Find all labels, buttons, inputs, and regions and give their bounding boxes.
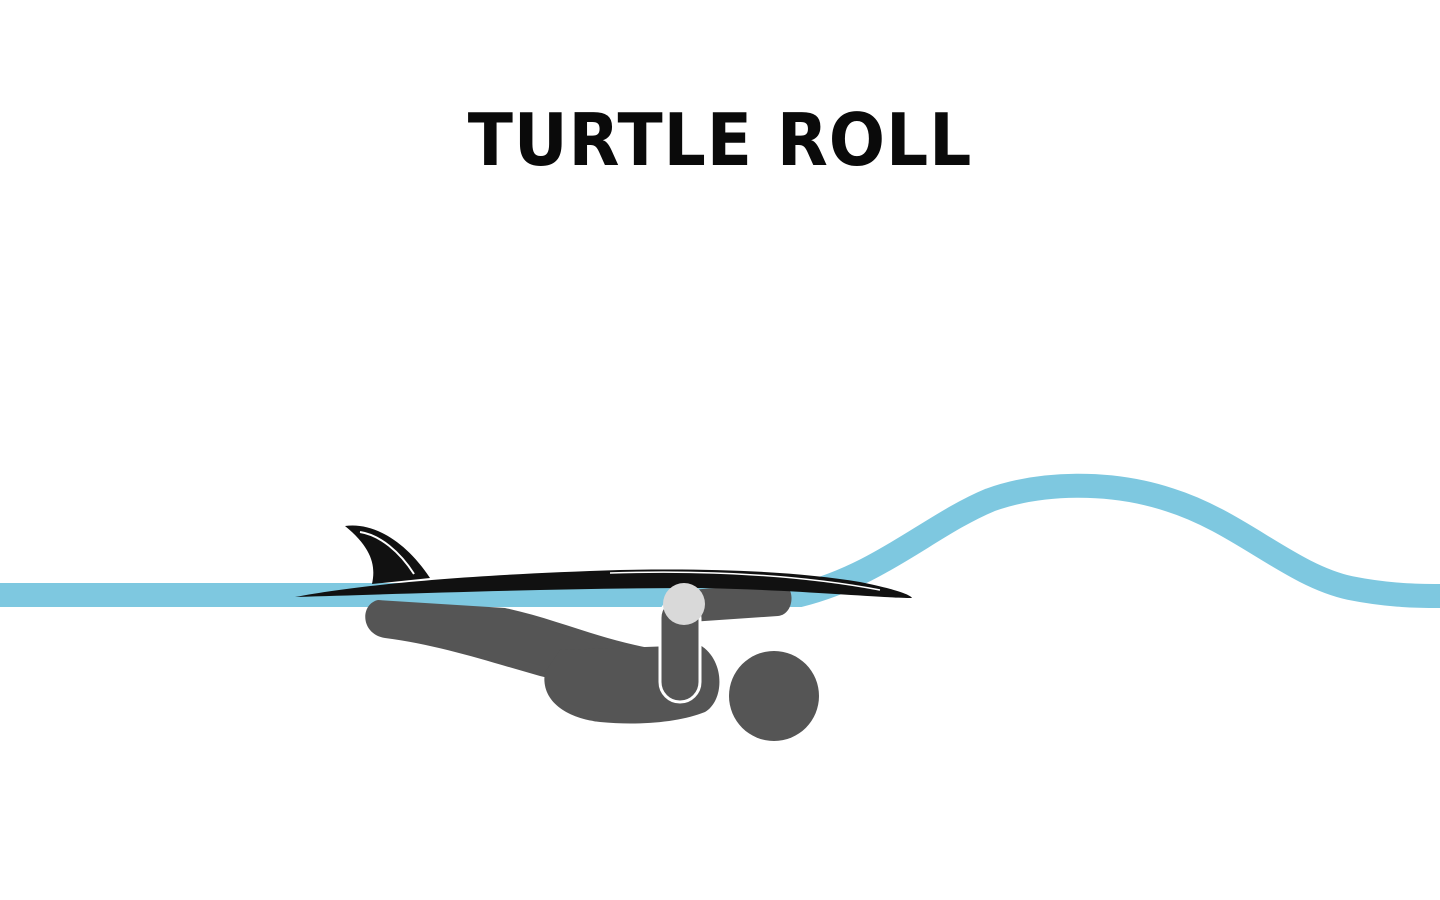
wave-line [0,473,1440,608]
surfer-hand [663,583,705,625]
surfboard-body [295,569,912,598]
surfboard-fin-highlight [359,531,415,575]
surfboard-rail-highlight [609,571,881,591]
surfboard [295,525,912,598]
surfer-arm-upper [690,582,792,622]
surfer-head [729,651,819,741]
surfboard-fin-icon [345,525,430,584]
page-title: TURTLE ROLL [467,98,973,182]
